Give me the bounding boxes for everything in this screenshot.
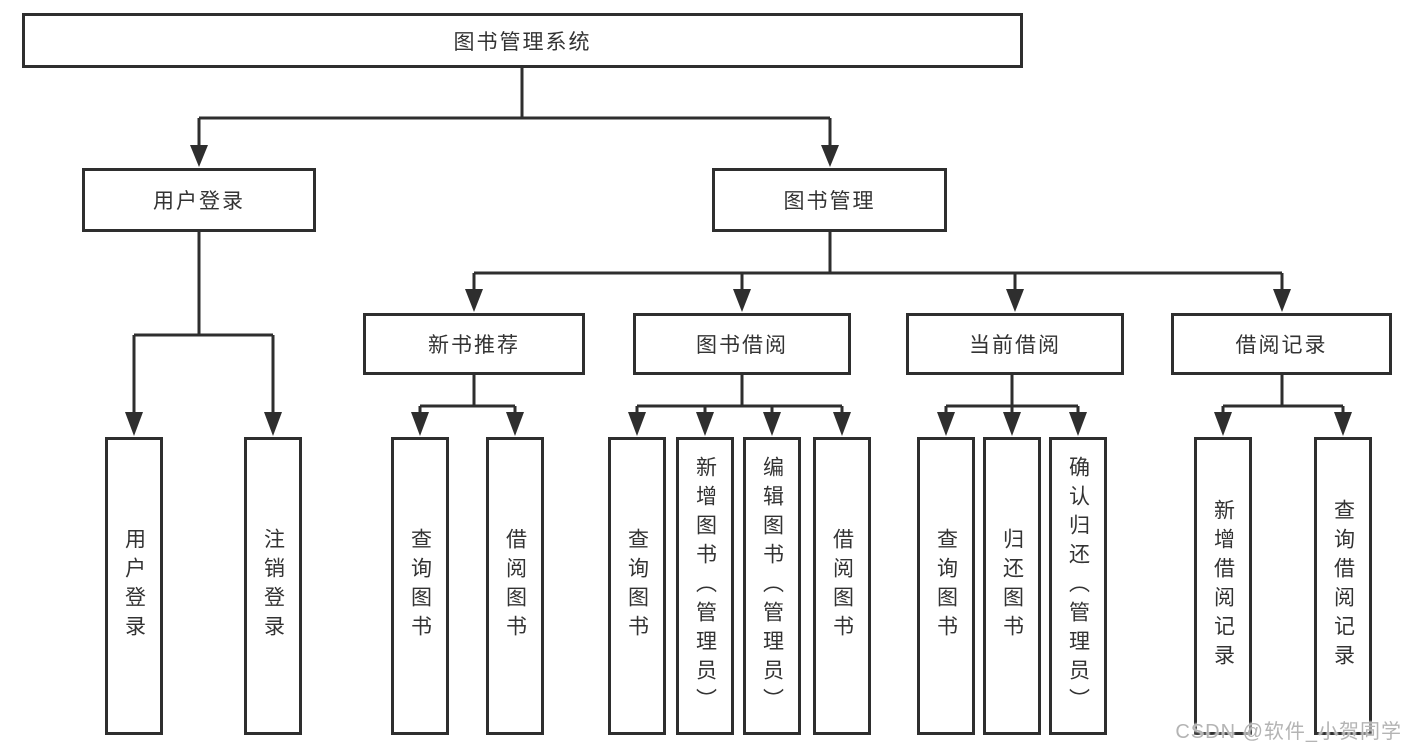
arrowhead xyxy=(937,412,955,436)
leaf-logout: 注销登录 xyxy=(244,437,302,735)
arrowhead xyxy=(465,289,483,312)
arrowhead xyxy=(506,412,524,436)
arrowhead xyxy=(1334,412,1352,436)
node-label: 图书借阅 xyxy=(696,334,788,357)
arrowhead xyxy=(1069,412,1087,436)
arrowhead xyxy=(190,145,208,167)
leaf-label: 查询借阅记录 xyxy=(1331,499,1355,673)
node-user-login: 用户登录 xyxy=(82,168,316,232)
leaf-nb-borrow-books: 借阅图书 xyxy=(486,437,544,735)
node-current-borrowing: 当前借阅 xyxy=(906,313,1124,375)
connector-borrowrecords-to-leaves xyxy=(1214,375,1352,436)
leaf-label: 新增借阅记录 xyxy=(1211,499,1235,673)
leaf-br-add-record: 新增借阅记录 xyxy=(1194,437,1252,735)
connector-currentborrow-to-leaves xyxy=(937,375,1087,436)
leaf-bb-query-books: 查询图书 xyxy=(608,437,666,735)
arrowhead xyxy=(1006,289,1024,312)
arrowhead xyxy=(1214,412,1232,436)
node-book-borrowing: 图书借阅 xyxy=(633,313,851,375)
node-label: 当前借阅 xyxy=(969,334,1061,357)
node-label: 借阅记录 xyxy=(1235,334,1328,357)
connector-bookmgmt-to-level3 xyxy=(465,232,1291,312)
node-label: 用户登录 xyxy=(153,190,245,213)
node-root-system: 图书管理系统 xyxy=(22,13,1023,68)
leaf-label: 用户登录 xyxy=(122,528,146,644)
leaf-label: 查询图书 xyxy=(934,528,958,644)
leaf-label: 查询图书 xyxy=(625,528,649,644)
leaf-cb-query-books: 查询图书 xyxy=(917,437,975,735)
arrowhead xyxy=(1273,289,1291,312)
arrowhead xyxy=(628,412,646,436)
leaf-label: 注销登录 xyxy=(261,528,285,644)
leaf-bb-borrow-books: 借阅图书 xyxy=(813,437,871,735)
leaf-label: 确认归还（管理员） xyxy=(1066,455,1090,717)
arrowhead xyxy=(1003,412,1021,436)
leaf-bb-add-books-admin: 新增图书（管理员） xyxy=(676,437,734,735)
leaf-cb-return-books: 归还图书 xyxy=(983,437,1041,735)
arrowhead xyxy=(733,289,751,312)
node-label: 图书管理系统 xyxy=(453,30,592,54)
csdn-watermark: CSDN @软件_小贺同学 xyxy=(1175,721,1402,743)
arrowhead xyxy=(763,412,781,436)
leaf-nb-query-books: 查询图书 xyxy=(391,437,449,735)
arrowhead xyxy=(821,145,839,167)
leaf-label: 归还图书 xyxy=(1000,528,1024,644)
node-new-book-recommend: 新书推荐 xyxy=(363,313,585,375)
leaf-label: 借阅图书 xyxy=(503,528,527,644)
leaf-user-login: 用户登录 xyxy=(105,437,163,735)
node-label: 图书管理 xyxy=(783,190,876,213)
arrowhead xyxy=(125,412,143,436)
connector-bookborrow-to-leaves xyxy=(628,375,851,436)
leaf-label: 查询图书 xyxy=(408,528,432,644)
arrowhead xyxy=(696,412,714,436)
node-book-management: 图书管理 xyxy=(712,168,947,232)
node-label: 新书推荐 xyxy=(428,334,520,357)
leaf-br-query-record: 查询借阅记录 xyxy=(1314,437,1372,735)
leaf-label: 借阅图书 xyxy=(830,528,854,644)
arrowhead xyxy=(264,412,282,436)
arrowhead xyxy=(411,412,429,436)
connector-root-to-level2 xyxy=(190,68,839,167)
node-borrow-records: 借阅记录 xyxy=(1171,313,1392,375)
arrowhead xyxy=(833,412,851,436)
connector-userlogin-to-leaves xyxy=(125,232,282,436)
leaf-cb-confirm-return-admin: 确认归还（管理员） xyxy=(1049,437,1107,735)
connector-newbooks-to-leaves xyxy=(411,375,524,436)
leaf-label: 编辑图书（管理员） xyxy=(760,455,784,717)
leaf-bb-edit-books-admin: 编辑图书（管理员） xyxy=(743,437,801,735)
leaf-label: 新增图书（管理员） xyxy=(693,455,717,717)
